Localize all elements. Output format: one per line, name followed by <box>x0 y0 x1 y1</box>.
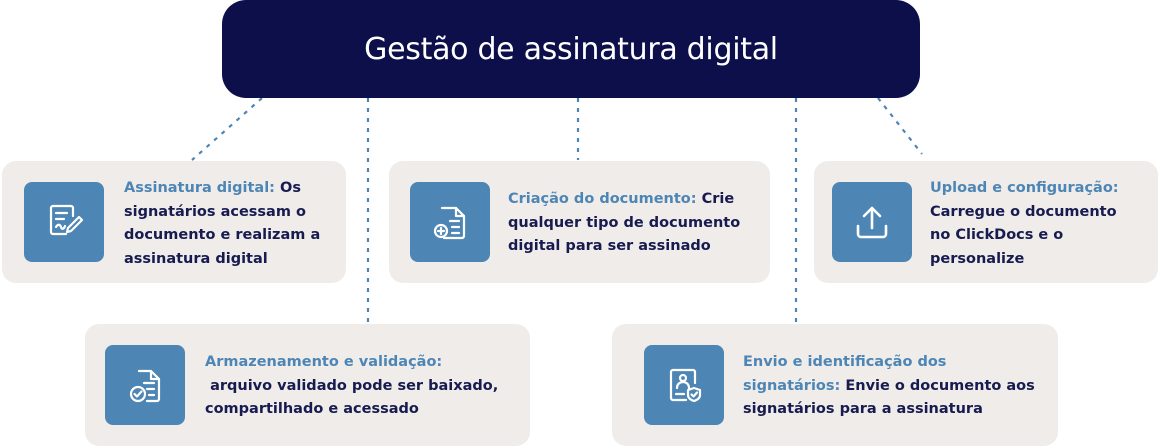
validated-document-icon <box>105 345 185 425</box>
connector-assinatura <box>191 97 263 161</box>
add-document-icon <box>410 182 490 262</box>
card-body-assinatura: Os signatários acessam o documento e rea… <box>124 180 321 267</box>
card-body-armazenamento: arquivo validado pode ser baixado, compa… <box>205 377 504 418</box>
card-heading-criacao: Criação do documento: <box>508 191 697 207</box>
upload-icon <box>832 182 912 262</box>
card-text-assinatura: Assinatura digital: Os signatários acess… <box>124 177 329 271</box>
connector-upload <box>877 97 923 155</box>
card-text-envio: Envio e identificação dos signatários: E… <box>743 351 1038 422</box>
card-text-criacao: Criação do documento: Crie qualquer tipo… <box>508 188 753 259</box>
card-heading-envio: Envio e identificação dos signatários: <box>743 354 947 394</box>
title-box: Gestão de assinatura digital <box>222 0 920 98</box>
signer-id-document-icon <box>644 345 724 425</box>
signature-document-icon <box>24 182 104 262</box>
card-envio-identificacao: Envio e identificação dos signatários: E… <box>612 324 1058 446</box>
card-heading-armazenamento: Armazenamento e validação: <box>205 354 443 370</box>
card-upload-configuracao: Upload e configuração: Carregue o documen… <box>814 161 1158 283</box>
diagram-title: Gestão de assinatura digital <box>364 31 778 67</box>
card-text-upload: Upload e configuração: Carregue o documen… <box>930 177 1135 271</box>
card-heading-upload: Upload e configuração: <box>930 180 1119 196</box>
card-body-envio: Envie o documento aos signatários para a… <box>743 377 1035 418</box>
card-body-criacao: Crie qualquer tipo de documento digital … <box>508 191 741 254</box>
card-body-upload: Carregue o documento no ClickDocs e o pe… <box>930 203 1117 267</box>
card-assinatura-digital: Assinatura digital: Os signatários acess… <box>2 161 346 283</box>
card-text-armazenamento: Armazenamento e validação: arquivo valid… <box>205 351 515 422</box>
card-armazenamento-validacao: Armazenamento e validação: arquivo valid… <box>85 324 530 446</box>
card-criacao-documento: Criação do documento: Crie qualquer tipo… <box>389 161 770 283</box>
card-heading-assinatura: Assinatura digital: <box>124 180 275 196</box>
